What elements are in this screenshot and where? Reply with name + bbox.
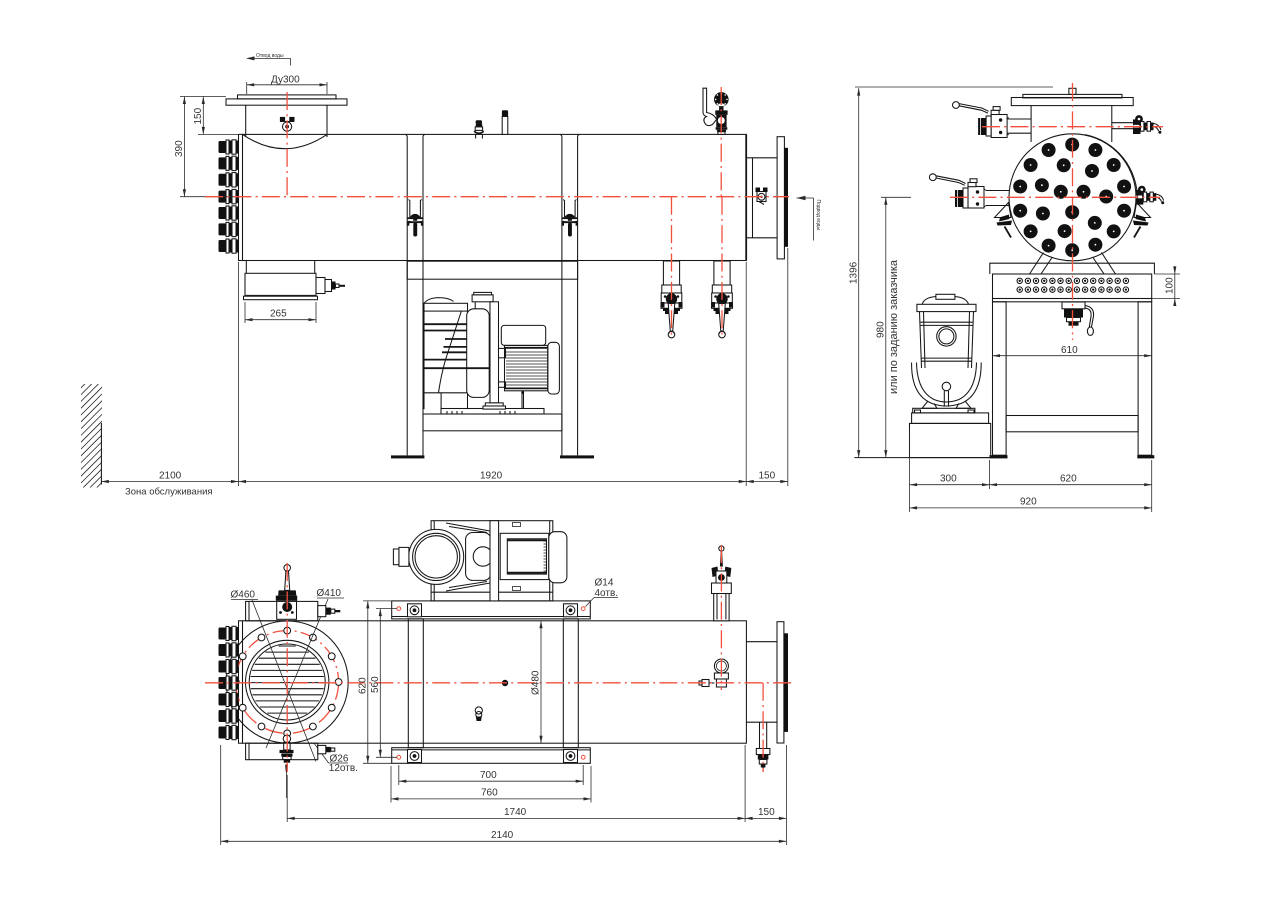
svg-text:Ø480: Ø480 [531, 670, 542, 695]
svg-text:4отв.: 4отв. [595, 588, 619, 599]
svg-text:760: 760 [481, 788, 498, 799]
svg-text:или по заданию заказчика: или по заданию заказчика [888, 259, 900, 394]
svg-text:150: 150 [759, 471, 776, 482]
svg-text:2140: 2140 [491, 830, 514, 841]
svg-text:620: 620 [1060, 474, 1077, 485]
svg-text:1396: 1396 [849, 261, 860, 284]
svg-text:Ø14: Ø14 [595, 578, 614, 589]
svg-text:610: 610 [1061, 345, 1078, 356]
svg-text:Ду300: Ду300 [271, 75, 300, 86]
svg-text:265: 265 [270, 309, 287, 320]
svg-text:2100: 2100 [159, 471, 182, 482]
svg-text:Ø26: Ø26 [330, 754, 349, 765]
svg-text:560: 560 [370, 676, 381, 693]
svg-text:Ø460: Ø460 [231, 590, 256, 601]
svg-text:390: 390 [174, 140, 185, 157]
svg-text:150: 150 [758, 807, 775, 818]
svg-text:Зона обслуживания: Зона обслуживания [125, 487, 213, 498]
svg-text:920: 920 [1020, 497, 1037, 508]
svg-text:Отвод воды: Отвод воды [256, 53, 284, 59]
svg-text:980: 980 [876, 321, 887, 338]
svg-text:300: 300 [940, 474, 957, 485]
svg-text:620: 620 [358, 677, 369, 694]
svg-text:150: 150 [193, 107, 204, 124]
svg-text:100: 100 [1165, 277, 1176, 294]
svg-text:Подвод воды: Подвод воды [815, 200, 821, 231]
svg-text:1920: 1920 [480, 471, 503, 482]
svg-text:Ø410: Ø410 [317, 588, 342, 599]
svg-text:1740: 1740 [504, 807, 527, 818]
svg-text:700: 700 [480, 770, 497, 781]
svg-text:12отв.: 12отв. [329, 763, 358, 774]
